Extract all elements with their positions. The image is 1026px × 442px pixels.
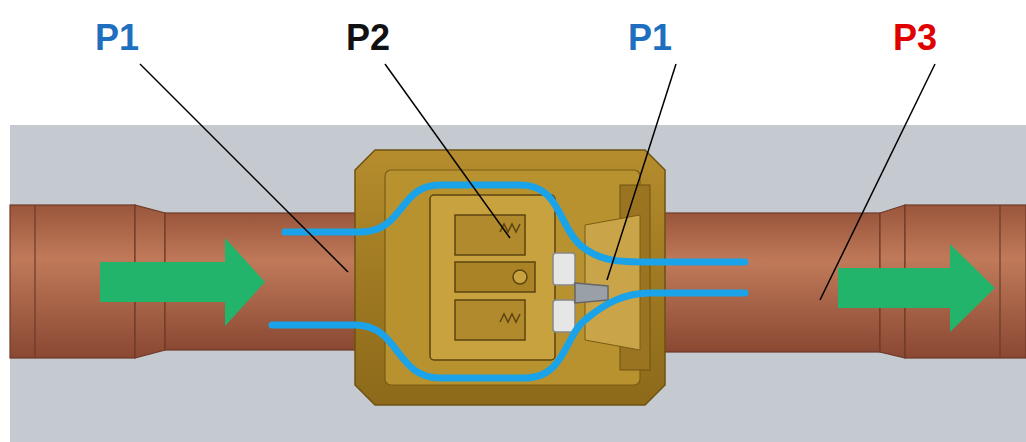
background-panel — [10, 125, 1026, 442]
inlet-pipe — [10, 205, 390, 358]
piston-assembly — [430, 195, 608, 360]
pressure-label: P1 — [95, 20, 139, 56]
flow-arrow — [838, 244, 995, 332]
leader-lines — [140, 64, 935, 300]
flow-arrow — [100, 238, 265, 326]
pressure-label: P3 — [893, 20, 937, 56]
pressure-label: P2 — [346, 20, 390, 56]
pressure-label: P1 — [628, 20, 672, 56]
flow-lines — [272, 185, 745, 378]
outlet-pipe — [640, 205, 1026, 358]
